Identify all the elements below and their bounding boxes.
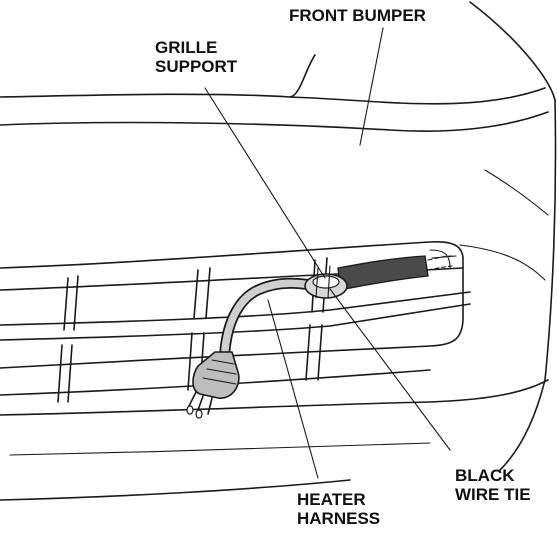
leader-black-wire-tie	[329, 288, 451, 451]
label-front-bumper-text: FRONT BUMPER	[289, 6, 426, 25]
label-heater-harness: HEATER HARNESS	[297, 490, 380, 528]
label-heater-harness-line2: HARNESS	[297, 509, 381, 528]
wire-tie	[304, 265, 348, 299]
label-grille-support-line2: SUPPORT	[155, 57, 238, 76]
label-front-bumper: FRONT BUMPER	[289, 6, 426, 25]
label-black-wire-tie-line1: BLACK	[455, 466, 515, 485]
label-grille-support: GRILLE SUPPORT	[155, 38, 237, 76]
label-heater-harness-line1: HEATER	[297, 490, 366, 509]
leader-grille-support	[204, 87, 326, 279]
strap-hidden-lines	[427, 255, 453, 271]
label-grille-support-line1: GRILLE	[155, 38, 218, 57]
black-wire-strap	[337, 255, 429, 291]
label-black-wire-tie: BLACK WIRE TIE	[455, 466, 531, 504]
plug-icon	[186, 351, 240, 419]
leader-front-bumper	[359, 27, 384, 146]
leader-heater-harness	[267, 299, 319, 479]
bumper-outline	[0, 1, 557, 501]
label-black-wire-tie-line2: WIRE TIE	[455, 485, 531, 504]
